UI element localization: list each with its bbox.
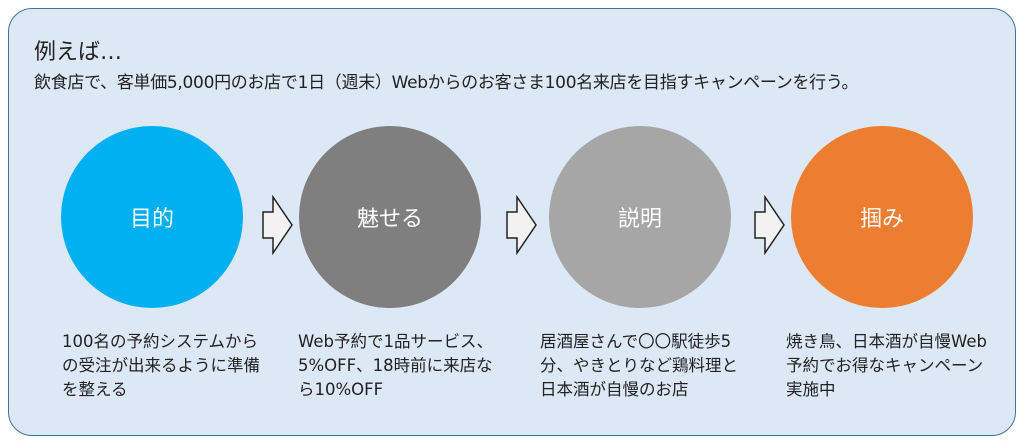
right-arrow-icon (754, 195, 785, 255)
step-circle-explain: 説明 (549, 126, 731, 308)
step-description: Web予約で1品サービス、5%OFF、18時前に来店なら10%OFF (298, 332, 493, 399)
step-circle-purpose: 目的 (61, 126, 243, 308)
step-description: 100名の予約システムからの受注が出来るように準備を整える (62, 332, 260, 399)
right-arrow-icon (506, 195, 537, 255)
step-circle-attract: 魅せる (299, 126, 481, 308)
step-description: 焼き鳥、日本酒が自慢Web予約でお得なキャンペーン実施中 (786, 332, 987, 399)
right-arrow-icon (262, 195, 293, 255)
step-circle-hook: 掴み (791, 126, 973, 308)
subtitle: 飲食店で、客単価5,000円のお店で1日（週末）Webからのお客さま100名来店… (34, 73, 859, 93)
step-description: 居酒屋さんで〇〇駅徒歩5分、やきとりなど鶏料理と日本酒が自慢のお店 (540, 332, 738, 399)
heading: 例えば… (34, 40, 123, 65)
